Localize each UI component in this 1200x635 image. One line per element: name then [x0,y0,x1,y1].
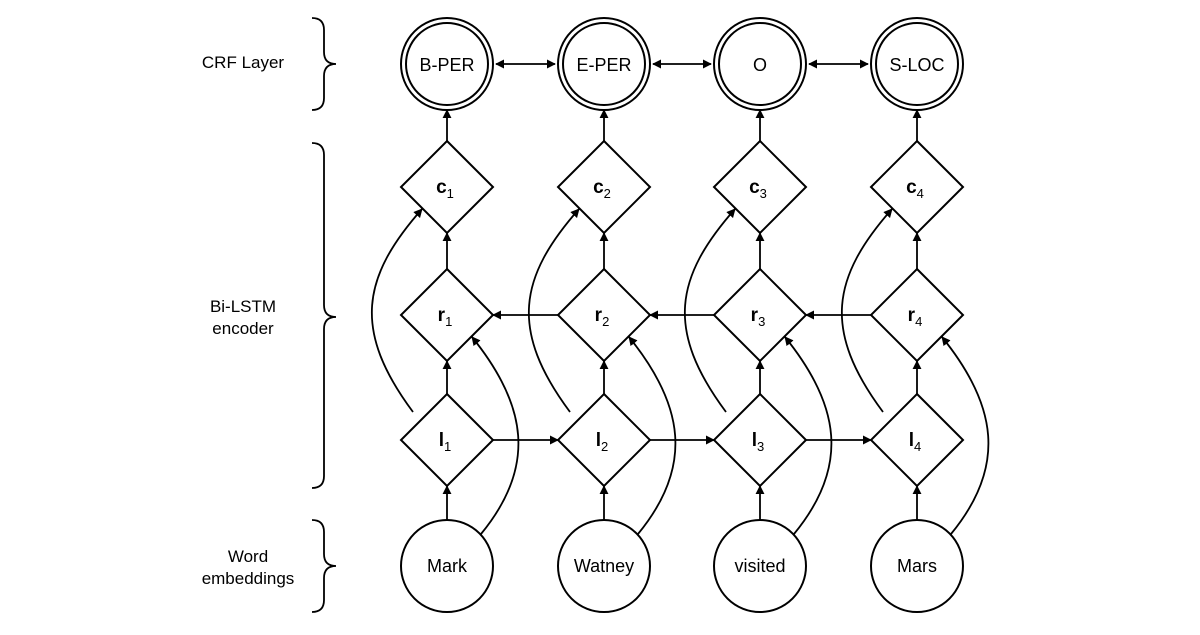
section-crf-layer: CRF Layer [202,53,285,72]
word-node-3: visited [713,519,807,613]
word-circle-3 [713,519,807,613]
l-node-4 [869,392,965,488]
l-label-3-subscript: 3 [757,439,764,454]
c-label-3: c3 [749,177,767,201]
arrow-word-skip-to-r-3 [784,336,833,535]
arrow-word-skip-to-r-2 [628,336,677,535]
word-label-3: visited [734,556,785,576]
r-label-4: r4 [908,305,923,329]
c-label-2-subscript: 2 [604,186,611,201]
c-node-4 [869,139,965,235]
l-label-2-subscript: 2 [601,439,608,454]
arrow-word-skip-to-r-1 [471,336,520,535]
c-label-4-letter: c [906,177,917,198]
section-bilstm-encoder: Bi-LSTM encoder [210,297,276,338]
word-circle-1 [400,519,494,613]
c-label-1-subscript: 1 [447,186,454,201]
r-label-1: r1 [438,305,453,329]
crf-tag-node-2: E-PER [557,17,651,111]
l-node-1 [399,392,495,488]
section-label-embeddings-line1: Word [228,547,268,566]
arrow-word-skip-to-r-4 [941,336,990,535]
brace-crf [311,17,337,111]
l-label-2-letter: l [596,430,601,451]
edges-layer [371,59,990,535]
l-label-2: l2 [596,430,609,454]
nodes-layer: B-PERc1r1l1MarkE-PERc2r2l2WatneyOc3r3l3v… [399,17,965,613]
c-label-1-letter: c [436,177,447,198]
l-label-3: l3 [752,430,765,454]
l-label-4-subscript: 4 [914,439,921,454]
r-label-4-subscript: 4 [915,314,922,329]
l-label-4: l4 [909,430,922,454]
l-label-4-letter: l [909,430,914,451]
l-node-3 [712,392,808,488]
c-label-1: c1 [436,177,454,201]
c-label-3-letter: c [749,177,760,198]
word-label-2: Watney [574,556,634,576]
c-label-4: c4 [906,177,924,201]
crf-tag-inner-circle-2 [562,22,646,106]
r-node-1 [399,267,495,363]
r-label-1-subscript: 1 [445,314,452,329]
r-node-2 [556,267,652,363]
c-label-2-letter: c [593,177,604,198]
section-word-embeddings: Word embeddings [202,547,295,588]
crf-tag-node-3: O [713,17,807,111]
word-node-4: Mars [870,519,964,613]
c-node-1 [399,139,495,235]
crf-tag-label-2: E-PER [576,55,631,75]
crf-tag-inner-circle-4 [875,22,959,106]
r-label-2: r2 [595,305,610,329]
brace-embeddings [311,519,337,613]
l-node-2 [556,392,652,488]
word-node-2: Watney [557,519,651,613]
l-label-1-subscript: 1 [444,439,451,454]
c-node-3 [712,139,808,235]
r-label-2-subscript: 2 [602,314,609,329]
r-label-3-subscript: 3 [758,314,765,329]
crf-tag-node-1: B-PER [400,17,494,111]
c-label-2: c2 [593,177,611,201]
arrow-l-skip-to-c-2 [528,208,580,413]
section-label-bilstm-line2: encoder [212,319,274,338]
r-label-3-letter: r [751,305,759,326]
brace-bilstm [311,142,337,489]
r-label-2-letter: r [595,305,603,326]
arrow-l-skip-to-c-4 [841,208,893,413]
r-node-4 [869,267,965,363]
crf-tag-inner-circle-3 [718,22,802,106]
word-label-4: Mars [897,556,937,576]
r-label-4-letter: r [908,305,916,326]
word-circle-2 [557,519,651,613]
c-label-4-subscript: 4 [917,186,924,201]
crf-tag-label-1: B-PER [419,55,474,75]
crf-tag-node-4: S-LOC [870,17,964,111]
l-label-3-letter: l [752,430,757,451]
l-label-1-letter: l [439,430,444,451]
section-label-bilstm-line1: Bi-LSTM [210,297,276,316]
crf-tag-label-4: S-LOC [889,55,944,75]
crf-tag-label-3: O [753,55,767,75]
r-label-1-letter: r [438,305,446,326]
word-circle-4 [870,519,964,613]
c-label-3-subscript: 3 [760,186,767,201]
c-node-2 [556,139,652,235]
l-label-1: l1 [439,430,452,454]
section-label-embeddings-line2: embeddings [202,569,295,588]
arrow-l-skip-to-c-3 [684,208,736,413]
r-node-3 [712,267,808,363]
word-node-1: Mark [400,519,494,613]
section-label-crf: CRF Layer [202,53,285,72]
crf-tag-inner-circle-1 [405,22,489,106]
arrow-l-skip-to-c-1 [371,208,423,413]
r-label-3: r3 [751,305,766,329]
word-label-1: Mark [427,556,468,576]
